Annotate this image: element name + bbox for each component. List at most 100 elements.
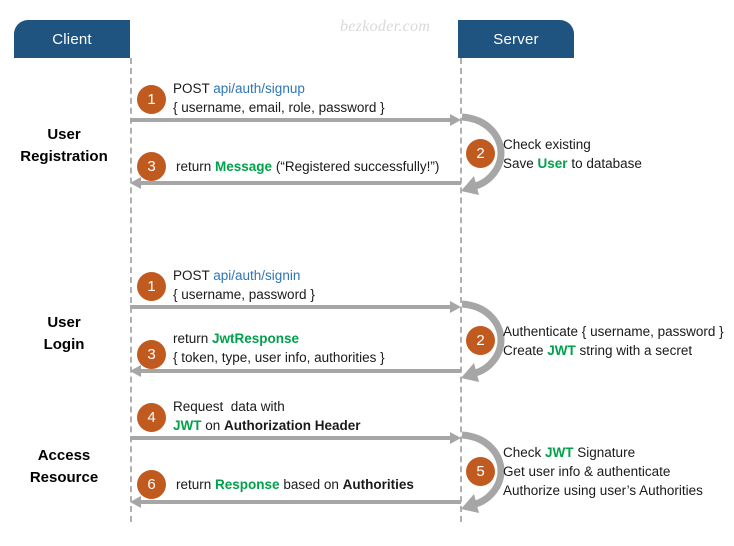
arrow-head	[450, 432, 461, 444]
lifeline-client	[130, 58, 132, 522]
message-signup-process: Check existing Save User to database	[503, 135, 642, 173]
step-number-signup-request: 1	[137, 85, 166, 114]
step-number-resource-request: 4	[137, 403, 166, 432]
msg-text: Signature	[573, 445, 636, 460]
message-signin-response: return JwtResponse { token, type, user i…	[173, 329, 385, 367]
arrow-signin-response	[130, 364, 461, 378]
msg-url: api/auth/signin	[213, 268, 301, 283]
arrow-shaft	[130, 305, 451, 309]
message-resource-process: Check JWT Signature Get user info & auth…	[503, 443, 703, 500]
msg-url: api/auth/signup	[213, 81, 305, 96]
msg-text: Save	[503, 156, 538, 171]
msg-text: (“Registered successfully!”)	[272, 159, 440, 174]
msg-text: return	[173, 331, 213, 346]
arrow-signin-request	[130, 300, 461, 314]
step-number-signin-response: 3	[137, 340, 166, 369]
lifeline-server	[460, 58, 462, 522]
phase-line-1: User	[47, 126, 81, 143]
step-number-signin-process: 2	[466, 326, 495, 355]
message-resource-response: return Response based on Authorities	[176, 475, 414, 494]
msg-keyword: JWT	[173, 418, 202, 433]
arrow-head	[130, 496, 141, 508]
phase-line-2: Registration	[20, 148, 108, 165]
arrow-head	[130, 365, 141, 377]
message-signin-request: POST api/auth/signin { username, passwor…	[173, 266, 315, 304]
msg-text: { token, type, user info, authorities }	[173, 350, 385, 365]
step-number-signin-request: 1	[137, 272, 166, 301]
msg-text: Authorize using user’s Authorities	[503, 483, 703, 498]
arrow-head	[450, 301, 461, 313]
message-line: { username, password }	[173, 285, 315, 304]
message-line: Check existing	[503, 135, 642, 154]
arrow-shaft	[130, 436, 451, 440]
self-arrow-signin-process	[459, 299, 513, 382]
step-number-signup-response: 3	[137, 152, 166, 181]
message-signin-process: Authenticate { username, password } Crea…	[503, 322, 724, 360]
msg-text: { username, email, role, password }	[173, 100, 385, 115]
phase-line-1: User	[47, 314, 81, 331]
phase-label-user-registration: User Registration	[2, 124, 126, 168]
msg-keyword: JWT	[547, 343, 576, 358]
message-line: Request data with	[173, 397, 361, 416]
msg-text: Check existing	[503, 137, 591, 152]
self-arrow-svg	[461, 300, 505, 382]
step-number-resource-response: 6	[137, 470, 166, 499]
msg-bold: Authorities	[342, 477, 414, 492]
message-line: return Response based on Authorities	[176, 475, 414, 494]
message-line: JWT on Authorization Header	[173, 416, 361, 435]
msg-text: based on	[279, 477, 343, 492]
msg-text: on	[201, 418, 225, 433]
actor-label-server: Server	[493, 30, 539, 48]
message-line: return Message (“Registered successfully…	[176, 157, 439, 176]
message-signup-response: return Message (“Registered successfully…	[176, 157, 439, 176]
msg-keyword: Message	[215, 159, 273, 174]
message-signup-request: POST api/auth/signup { username, email, …	[173, 79, 385, 117]
self-arrow-svg	[461, 113, 505, 195]
arrow-shaft	[140, 181, 461, 185]
phase-label-user-login: User Login	[2, 312, 126, 356]
arrow-signup-response	[130, 176, 461, 190]
msg-text: { username, password }	[173, 287, 315, 302]
msg-keyword: User	[537, 156, 568, 171]
phase-label-access-resource: Access Resource	[2, 445, 126, 489]
phase-line-2: Resource	[29, 469, 99, 486]
msg-keyword: JwtResponse	[212, 331, 300, 346]
actor-box-server: Server	[458, 20, 574, 58]
msg-text: Request data with	[173, 399, 285, 414]
step-number-resource-process: 5	[466, 457, 495, 486]
msg-text: Authenticate { username, password }	[503, 324, 724, 339]
msg-keyword: Response	[215, 477, 280, 492]
msg-text: POST	[173, 268, 214, 283]
self-arrow-signup-process	[459, 112, 513, 195]
message-resource-request: Request data with JWT on Authorization H…	[173, 397, 361, 435]
arrow-shaft	[140, 369, 461, 373]
message-line: Authenticate { username, password }	[503, 322, 724, 341]
arrow-head	[450, 114, 461, 126]
msg-keyword: JWT	[545, 445, 574, 460]
actor-label-client: Client	[52, 30, 92, 48]
step-number-signup-process: 2	[466, 139, 495, 168]
watermark-text: bezkoder.com	[340, 18, 431, 35]
message-line: Get user info & authenticate	[503, 462, 703, 481]
self-arrow-resource-process	[459, 430, 513, 513]
msg-text: return	[176, 477, 216, 492]
msg-text: Get user info & authenticate	[503, 464, 671, 479]
arrow-signup-request	[130, 113, 461, 127]
message-line: Create JWT string with a secret	[503, 341, 724, 360]
msg-text: POST	[173, 81, 214, 96]
message-line: POST api/auth/signup	[173, 79, 385, 98]
message-line: return JwtResponse	[173, 329, 385, 348]
arrow-shaft	[140, 500, 461, 504]
msg-text: Create	[503, 343, 548, 358]
arrow-resource-response	[130, 495, 461, 509]
message-line: Save User to database	[503, 154, 642, 173]
arrow-resource-request	[130, 431, 461, 445]
msg-text: string with a secret	[575, 343, 693, 358]
message-line: { username, email, role, password }	[173, 98, 385, 117]
message-line: Check JWT Signature	[503, 443, 703, 462]
msg-bold: Authorization Header	[224, 418, 361, 433]
msg-text: Check	[503, 445, 546, 460]
self-arrow-svg	[461, 431, 505, 513]
message-line: { token, type, user info, authorities }	[173, 348, 385, 367]
